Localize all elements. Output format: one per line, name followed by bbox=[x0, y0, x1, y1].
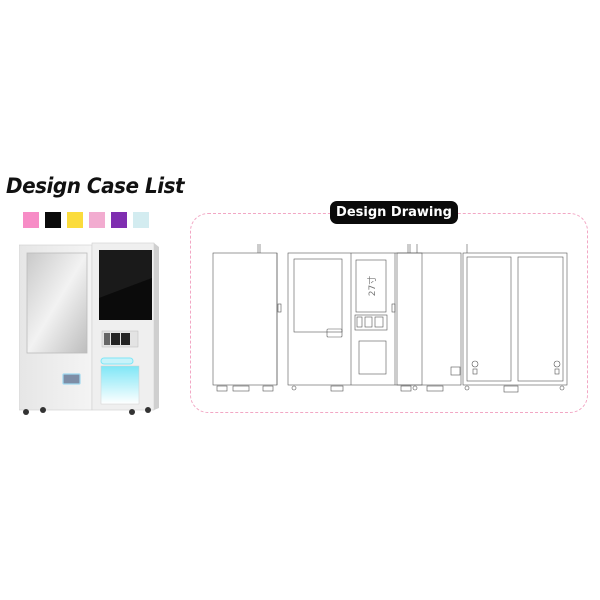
swatch-pink[interactable] bbox=[23, 212, 39, 228]
vending-machine-image bbox=[19, 242, 159, 415]
swatch-black[interactable] bbox=[45, 212, 61, 228]
back-view bbox=[462, 244, 568, 393]
left-side-view bbox=[212, 244, 282, 392]
design-case-list-title: Design Case List bbox=[6, 174, 185, 198]
front-view: 27寸 bbox=[287, 244, 423, 392]
swatch-light-blue[interactable] bbox=[133, 212, 149, 228]
swatch-purple[interactable] bbox=[111, 212, 127, 228]
swatch-light-pink[interactable] bbox=[89, 212, 105, 228]
svg-text:27寸: 27寸 bbox=[366, 276, 378, 296]
swatch-yellow[interactable] bbox=[67, 212, 83, 228]
design-drawing-views: 27寸 bbox=[212, 244, 568, 393]
right-side-view bbox=[391, 244, 462, 392]
design-drawing-badge: Design Drawing bbox=[330, 201, 458, 224]
